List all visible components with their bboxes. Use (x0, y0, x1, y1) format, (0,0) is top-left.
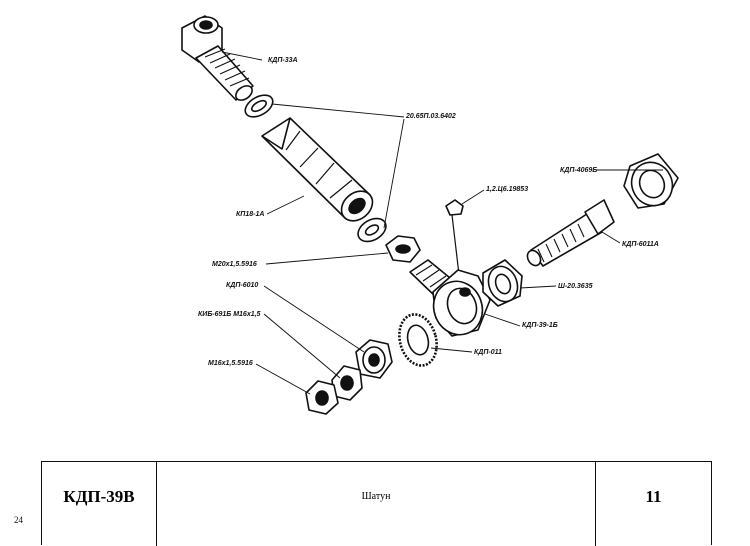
page-number: 24 (14, 515, 23, 525)
hex-nut-m20 (385, 235, 421, 263)
label-kdp-33a: КДП-33А (268, 57, 298, 64)
label-sh-20-3635: Ш-20.3635 (558, 283, 593, 290)
eye-bolt-kdp-33a (181, 15, 254, 101)
label-pin: 1,2.Ц6.19853 (486, 186, 529, 193)
stud-kdp-6011a (526, 199, 615, 267)
toothed-ring-kdp-011 (398, 313, 438, 367)
hex-nut-m16 (305, 380, 339, 415)
assembly-code: КДП-39В (42, 462, 157, 546)
label-m20-nut: М20х1,5.5916 (212, 261, 257, 268)
turnbuckle-sleeve-kp18-1a (261, 117, 374, 222)
assembly-name: Шатун (157, 462, 596, 546)
label-m16-nut: М16х1,5.5916 (208, 360, 253, 367)
label-kdp-011: КДП-011 (474, 349, 502, 356)
label-kdp-6011a: КДП-6011А (622, 241, 659, 248)
bearing-sh-20-3635 (482, 259, 523, 307)
label-kp18-1a: КП18-1А (236, 211, 265, 218)
label-kdp-6010: КДП-6010 (226, 282, 259, 289)
flange-nut-kdp-6010 (355, 339, 393, 379)
leader-lines (221, 51, 663, 395)
label-kdp-39-1b: КДП-39-1Б (522, 322, 558, 329)
spring-washer-top (244, 94, 274, 118)
label-20-65p-03-6402: 20.65П.03.6402 (406, 113, 456, 120)
label-kdp-4069b: КДП-4069Б (560, 167, 598, 174)
label-kib-691b-m16: КИБ-691Б М16х1,5 (198, 311, 261, 318)
sheet-number: 11 (645, 487, 662, 506)
rod-end-kdp-39-1b (409, 259, 491, 337)
title-block: КДП-39В Шатун 11 (41, 461, 712, 546)
bushing-kdp-4069b (623, 153, 679, 209)
